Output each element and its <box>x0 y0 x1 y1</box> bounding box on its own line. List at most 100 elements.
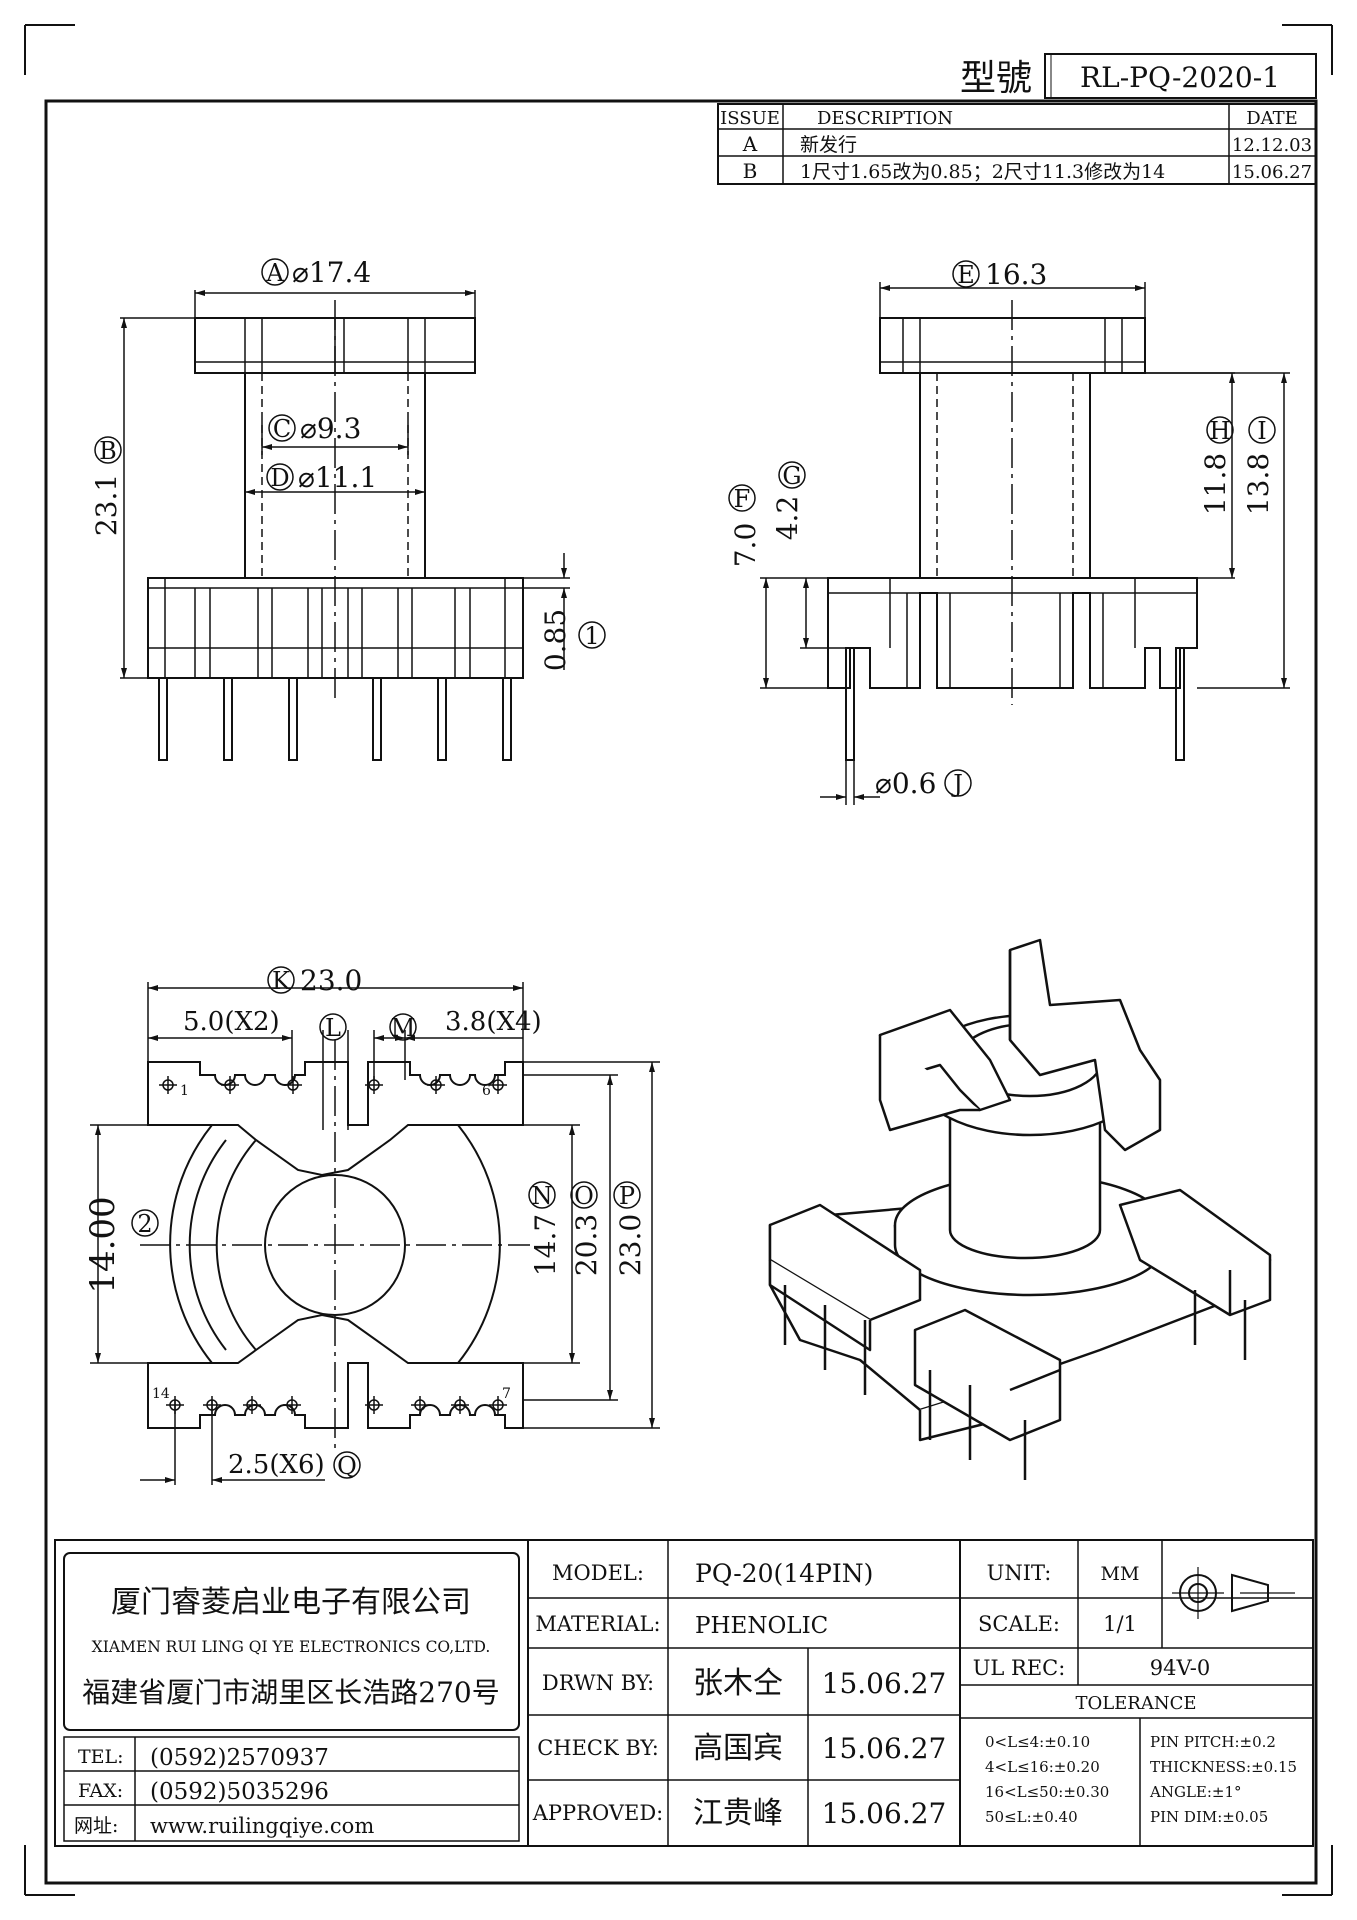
pin-dim-tolerance: PIN DIM:±0.05 <box>1150 1808 1268 1826</box>
revision-description: 新发行 <box>800 134 857 156</box>
dim-1-value: 0.85 <box>539 609 572 671</box>
tolerance-header: TOLERANCE <box>1075 1693 1196 1714</box>
revision-date: 15.06.27 <box>1232 162 1312 183</box>
company-name-en: XIAMEN RUI LING QI YE ELECTRONICS CO,LTD… <box>92 1638 491 1656</box>
front-view-pins <box>158 677 512 761</box>
check-by-label: CHECK BY: <box>537 1736 659 1760</box>
dim-H-letter: H <box>1210 417 1231 445</box>
dim-D-letter: D <box>270 464 289 492</box>
dim-N-letter: N <box>532 1182 553 1210</box>
dim-C-value: ⌀9.3 <box>300 412 361 445</box>
dim-G-value: 4.2 <box>771 496 804 541</box>
terminal-pin <box>372 677 382 761</box>
model-value: PQ-20(14PIN) <box>695 1559 873 1588</box>
unit-value: MM <box>1101 1563 1140 1585</box>
ul-rec-value: 94V-0 <box>1150 1656 1210 1680</box>
model-number-label: 型號 <box>960 58 1032 99</box>
dim-J-letter: J <box>950 770 963 798</box>
side-view-dimensions <box>760 282 1290 805</box>
bottom-view-outline <box>147 1061 524 1429</box>
unit-label: UNIT: <box>987 1561 1052 1585</box>
revision-issue: A <box>742 132 758 156</box>
front-view-dimensions <box>120 290 570 679</box>
website-link[interactable]: www.ruilingqiye.com <box>150 1814 374 1838</box>
approved-by-label: APPROVED: <box>532 1801 664 1825</box>
drawn-by-name: 张木仝 <box>693 1666 783 1701</box>
model-label: MODEL: <box>552 1561 644 1585</box>
projection-symbol-icon <box>1172 1567 1295 1619</box>
isometric-view <box>768 938 1272 1480</box>
terminal-pin <box>158 677 168 761</box>
dim-E-letter: E <box>957 261 975 289</box>
fax-value: (0592)5035296 <box>150 1779 329 1805</box>
dim-M-letter: M <box>391 1014 416 1042</box>
dim-B-letter: B <box>99 437 117 465</box>
drawing-frame <box>44 99 1318 1885</box>
approved-by-name: 江贵峰 <box>693 1796 783 1831</box>
drawn-by-label: DRWN BY: <box>542 1671 654 1695</box>
tolerance-row: 50≤L:±0.40 <box>985 1808 1078 1826</box>
dim-H-value: 11.8 <box>1199 453 1232 515</box>
scale-label: SCALE: <box>978 1612 1060 1636</box>
scale-value: 1/1 <box>1103 1612 1137 1636</box>
dim-E-value: 16.3 <box>985 258 1047 291</box>
model-number-header: 型號 RL-PQ-2020-1 <box>960 53 1317 99</box>
dim-A-letter: A <box>265 259 284 287</box>
revision-description: 1尺寸1.65改为0.85；2尺寸11.3修改为14 <box>800 161 1165 183</box>
fax-label: FAX: <box>78 1780 123 1802</box>
tel-value: (0592)2570937 <box>150 1745 329 1771</box>
dim-1-letter: 1 <box>584 622 599 650</box>
dim-F-value: 7.0 <box>729 523 762 568</box>
company-address: 福建省厦门市湖里区长浩路270号 <box>82 1676 499 1709</box>
pin-number-7: 7 <box>502 1386 511 1402</box>
tel-label: TEL: <box>78 1746 124 1768</box>
terminal-pin <box>223 677 233 761</box>
website-label: 网址: <box>74 1815 118 1837</box>
material-value: PHENOLIC <box>695 1613 828 1639</box>
dim-M-value: 3.8(X4) <box>445 1007 542 1037</box>
tolerance-row: 16<L≤50:±0.30 <box>985 1783 1109 1801</box>
tolerance-row: 0<L≤4:±0.10 <box>985 1733 1090 1751</box>
dim-C-letter: C <box>273 415 291 443</box>
company-name-cn: 厦门睿菱启业电子有限公司 <box>111 1585 471 1620</box>
pin-pitch-tolerance: PIN PITCH:±0.2 <box>1150 1733 1276 1751</box>
revision-table <box>717 103 1317 185</box>
dim-I-letter: I <box>1257 417 1266 445</box>
terminal-pin <box>502 677 512 761</box>
dim-P-value: 23.0 <box>614 1214 647 1276</box>
dim-K-value: 23.0 <box>300 964 362 997</box>
dim-L-value: 5.0(X2) <box>183 1007 280 1037</box>
drawn-by-date: 15.06.27 <box>822 1667 947 1700</box>
revision-col-issue: ISSUE <box>720 108 780 129</box>
dim-F-letter: F <box>734 485 751 513</box>
approved-by-date: 15.06.27 <box>822 1797 947 1830</box>
dim-D-value: ⌀11.1 <box>298 461 377 494</box>
dim-B-value: 23.1 <box>90 474 123 536</box>
pin-number-1: 1 <box>180 1083 189 1099</box>
revision-col-date: DATE <box>1246 108 1298 129</box>
bottom-view-dimensions <box>90 982 660 1485</box>
model-number: RL-PQ-2020-1 <box>1080 61 1280 94</box>
material-label: MATERIAL: <box>535 1612 660 1636</box>
dim-G-letter: G <box>782 462 801 490</box>
tolerance-row: 4<L≤16:±0.20 <box>985 1758 1100 1776</box>
revision-col-description: DESCRIPTION <box>817 108 953 129</box>
dim-L-letter: L <box>325 1014 341 1042</box>
terminal-pin <box>437 677 447 761</box>
dim-P-letter: P <box>619 1182 635 1210</box>
thickness-tolerance: THICKNESS:±0.15 <box>1150 1758 1297 1776</box>
front-view-slots <box>194 588 471 678</box>
dim-O-letter: O <box>574 1182 594 1210</box>
dim-K-letter: K <box>272 967 291 995</box>
dim-J-value: ⌀0.6 <box>875 767 936 800</box>
dim-O-value: 20.3 <box>570 1214 603 1276</box>
title-block-grid <box>54 1539 1314 1847</box>
dim-I-value: 13.8 <box>1242 453 1275 515</box>
dim-A-value: ⌀17.4 <box>292 256 371 289</box>
revision-issue: B <box>743 159 758 183</box>
dim-2-letter: 2 <box>137 1210 152 1238</box>
pin-number-6: 6 <box>482 1083 491 1099</box>
dim-Q-letter: Q <box>337 1452 357 1480</box>
angle-tolerance: ANGLE:±1° <box>1149 1783 1242 1801</box>
